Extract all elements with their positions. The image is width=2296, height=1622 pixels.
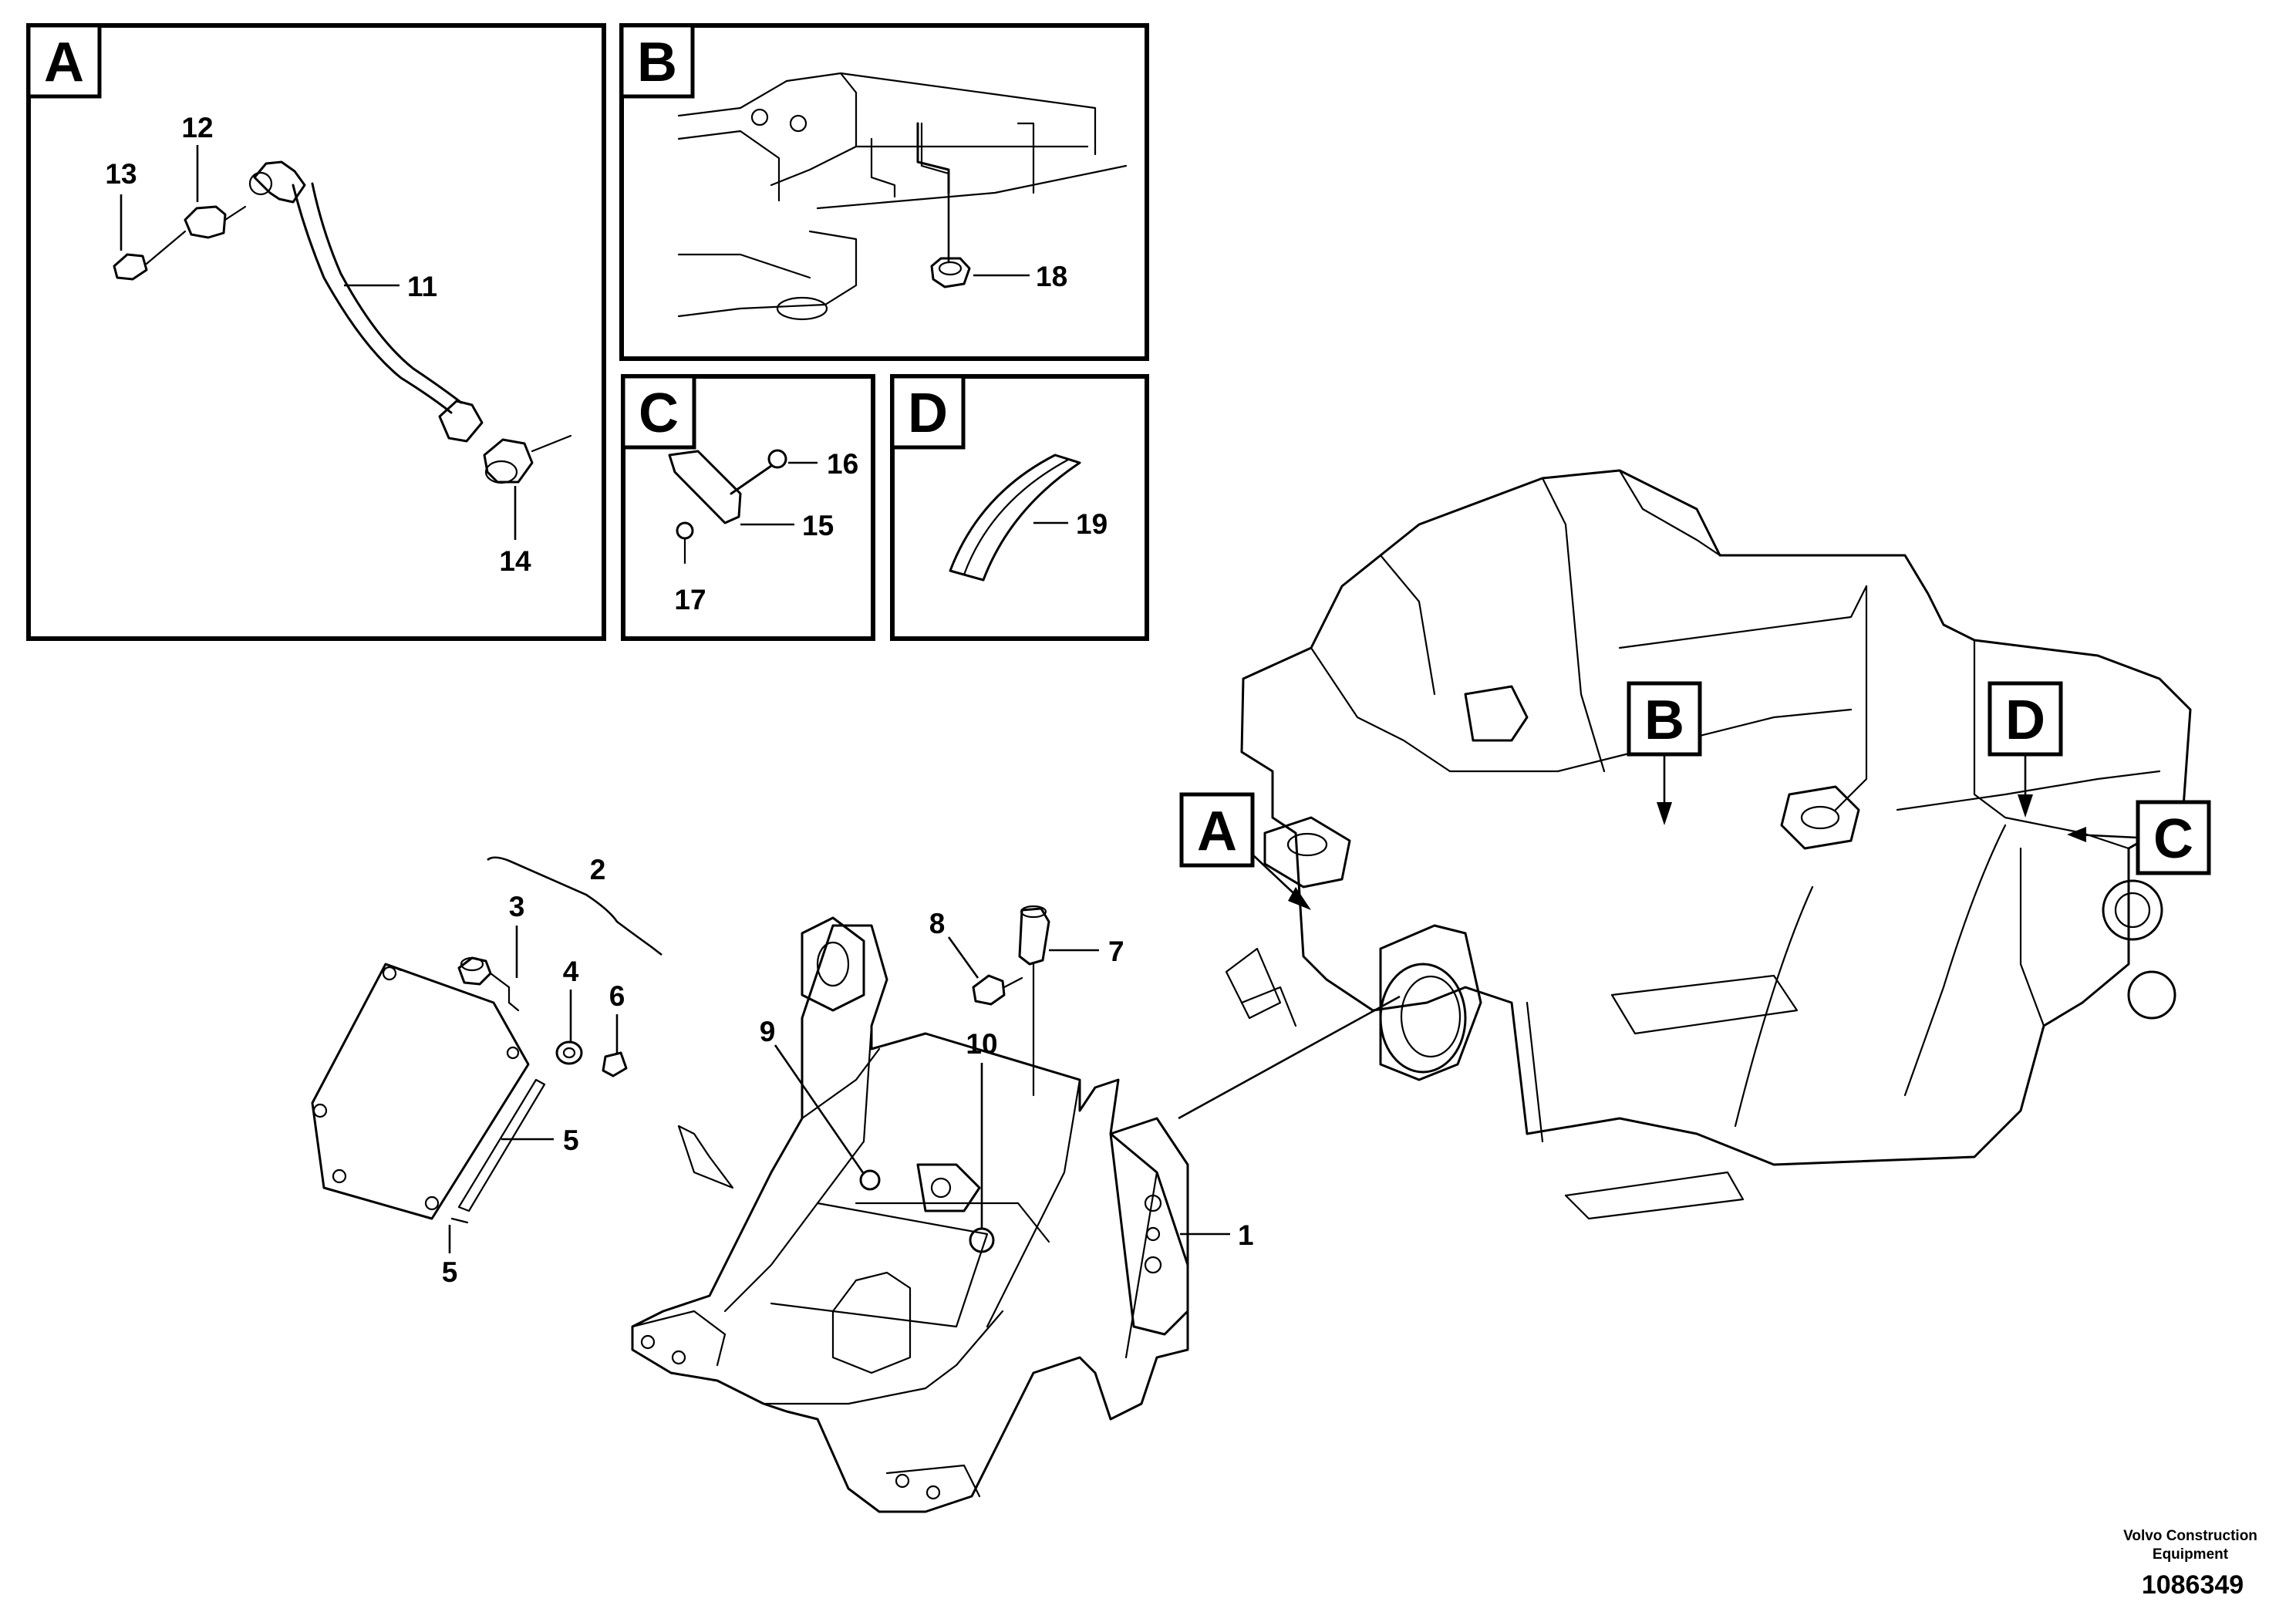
detail-panel-c: C 16 15 17 — [621, 374, 875, 641]
panel-b-tag-box — [619, 23, 695, 99]
part-9-label: 9 — [760, 1016, 776, 1047]
part-10-label: 10 — [966, 1028, 997, 1060]
part-18-label: 18 — [1036, 261, 1067, 292]
footer: Volvo Construction Equipment 1086349 — [2123, 1528, 2257, 1600]
front-frame-assembly — [631, 905, 1189, 1513]
panel-c-tag-label: C — [639, 383, 679, 444]
view-marker-b-box — [1627, 681, 1702, 757]
main-view-callouts: 1 2 3 4 6 5 5 7 8 9 10 — [442, 854, 1401, 1288]
detail-panel-d: D 19 — [890, 374, 1149, 641]
view-marker-b-label: B — [1644, 690, 1684, 751]
view-markers: A B C D — [1179, 681, 2211, 910]
panel-d-tag-label: D — [908, 383, 948, 444]
part-12-label: 12 — [181, 112, 213, 143]
panel-d-tag-box — [890, 374, 966, 450]
view-marker-d-label: D — [2005, 690, 2045, 751]
part-4-label: 4 — [563, 956, 579, 987]
rear-frame-assembly — [1225, 469, 2192, 1220]
control-unit-assembly — [311, 856, 663, 1224]
panel-a-tag-box — [26, 23, 102, 99]
view-marker-c-label: C — [2153, 808, 2193, 870]
detail-panel-a: A 13 12 11 14 — [26, 23, 606, 641]
panel-c-tag-box — [621, 374, 696, 450]
detail-panel-b: B 18 — [619, 23, 1149, 361]
part-15-label: 15 — [802, 510, 834, 541]
part-3-label: 3 — [509, 891, 525, 922]
panel-a-tag-label: A — [44, 32, 84, 93]
part-8-label: 8 — [929, 908, 946, 939]
panel-b-tag-label: B — [637, 32, 677, 93]
part-16-label: 16 — [827, 448, 858, 480]
part-1-label: 1 — [1238, 1219, 1254, 1251]
part-7-label: 7 — [1108, 936, 1124, 967]
part-2-label: 2 — [590, 854, 606, 885]
part-6-label: 6 — [609, 980, 625, 1012]
document-number: 1086349 — [2142, 1570, 2244, 1600]
view-marker-a-box — [1179, 792, 1255, 868]
view-marker-c-box — [2136, 800, 2211, 875]
part-19-label: 19 — [1076, 508, 1108, 540]
view-marker-a-label: A — [1197, 801, 1237, 862]
part-17-label: 17 — [674, 584, 706, 615]
company-name-line1: Volvo Construction — [2123, 1528, 2257, 1544]
part-5-label-bottom: 5 — [442, 1256, 458, 1288]
part-11-label: 11 — [407, 271, 437, 302]
part-13-label: 13 — [105, 158, 137, 190]
company-name-line2: Equipment — [2153, 1546, 2229, 1563]
part-5-label-right: 5 — [563, 1125, 579, 1156]
part-14-label: 14 — [499, 545, 531, 577]
